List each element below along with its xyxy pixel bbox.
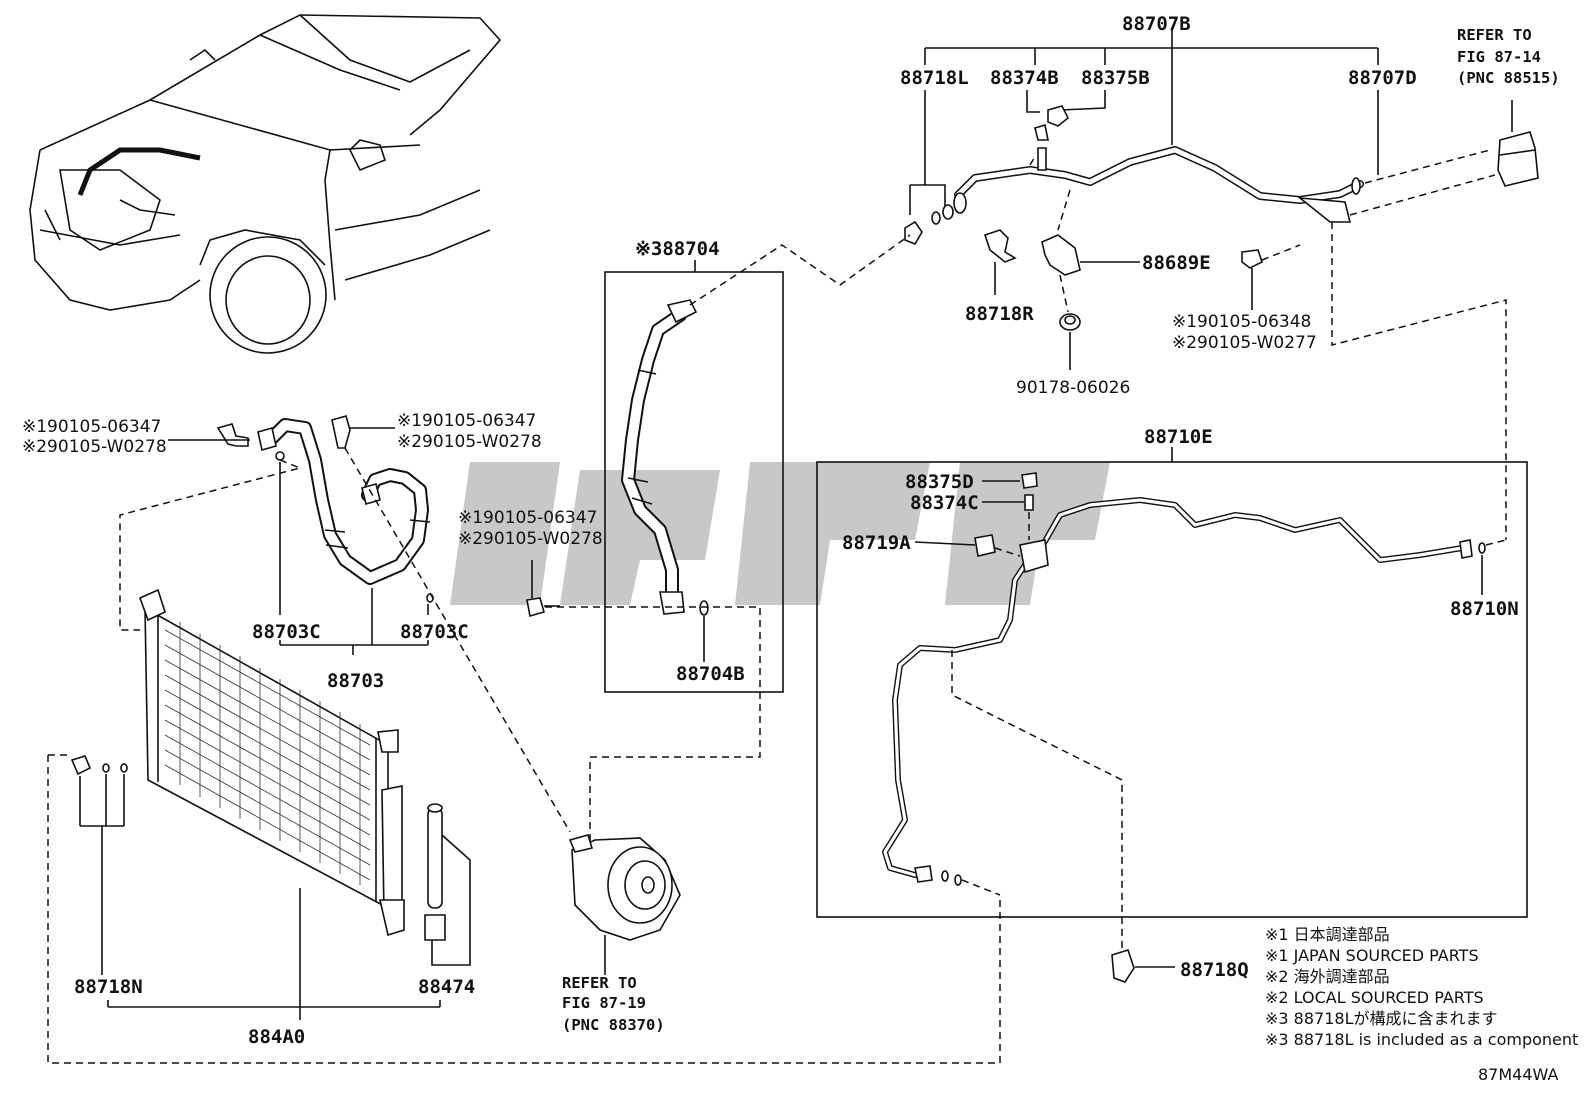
- bolt-code-center-1: ※190105-06347: [458, 508, 597, 528]
- bolt-code-left-1: ※190105-06347: [22, 417, 161, 437]
- reference-top-right-line2: FIG 87-14: [1457, 48, 1541, 66]
- dryer-88474: [424, 803, 471, 966]
- reference-compressor-line2: FIG 87-19: [562, 994, 646, 1012]
- legend-line-2: ※1 JAPAN SOURCED PARTS: [1265, 946, 1479, 965]
- label-88375B: 88375B: [1081, 67, 1150, 89]
- bolt-code-top-right-1: ※190105-06348: [1172, 312, 1311, 332]
- bolt-code-mid-1: ※190105-06347: [397, 411, 536, 431]
- reference-compressor-line1: REFER TO: [562, 974, 637, 992]
- label-88704B: 88704B: [676, 663, 745, 685]
- bolt-code-top-right-2: ※290105-W0277: [1172, 333, 1317, 353]
- label-88718R: 88718R: [965, 303, 1034, 325]
- pipe-assembly-88707B: [904, 30, 1539, 540]
- label-884A0: 884A0: [248, 1026, 305, 1048]
- label-88719A: 88719A: [842, 532, 911, 554]
- bolt-middle: [526, 560, 560, 618]
- hose-88704-group: [545, 234, 911, 895]
- vehicle-location-illustration: [29, 14, 502, 354]
- clip-88718N: [47, 754, 1001, 1064]
- label-88707D: 88707D: [1348, 67, 1417, 89]
- label-88707B: 88707B: [1122, 13, 1191, 35]
- condenser-884A0: [107, 588, 441, 1020]
- legend-line-1: ※1 日本調達部品: [1265, 925, 1390, 944]
- label-88710E: 88710E: [1144, 426, 1213, 448]
- bolt-code-mid-2: ※290105-W0278: [397, 432, 542, 452]
- label-88375D: 88375D: [905, 471, 974, 493]
- figure-code: 87M44WA: [1478, 1065, 1558, 1084]
- bolt-code-center-2: ※290105-W0278: [458, 529, 603, 549]
- clamp-88718Q: [1111, 949, 1175, 983]
- bolt-code-left-2: ※290105-W0278: [22, 437, 167, 457]
- legend-line-6: ※3 88718L is included as a component: [1265, 1030, 1578, 1049]
- legend-line-3: ※2 海外調達部品: [1265, 967, 1390, 986]
- pipe-assembly-88710E: [816, 447, 1528, 950]
- label-88718Q: 88718Q: [1180, 959, 1249, 981]
- label-88374C: 88374C: [910, 492, 979, 514]
- legend-line-5: ※3 88718Lが構成に含まれます: [1265, 1009, 1498, 1028]
- label-88718L: 88718L: [900, 67, 969, 89]
- label-88689E: 88689E: [1142, 252, 1211, 274]
- label-88718N: 88718N: [74, 976, 143, 998]
- reference-compressor-line3: (PNC 88370): [562, 1016, 665, 1034]
- label-88703C-right: 88703C: [400, 621, 469, 643]
- label-88703: 88703: [327, 670, 384, 692]
- label-88374B: 88374B: [990, 67, 1059, 89]
- label-88710N: 88710N: [1450, 598, 1519, 620]
- reference-top-right-line3: (PNC 88515): [1457, 69, 1560, 87]
- label-88703C-left: 88703C: [252, 621, 321, 643]
- hose-88703-group: [119, 415, 571, 833]
- legend-line-4: ※2 LOCAL SOURCED PARTS: [1265, 988, 1484, 1007]
- label-88704: ※388704: [635, 238, 720, 260]
- reference-top-right-line1: REFER TO: [1457, 26, 1532, 44]
- label-88474: 88474: [418, 976, 475, 998]
- compressor: [568, 834, 681, 975]
- label-90178-06026: 90178-06026: [1016, 378, 1130, 398]
